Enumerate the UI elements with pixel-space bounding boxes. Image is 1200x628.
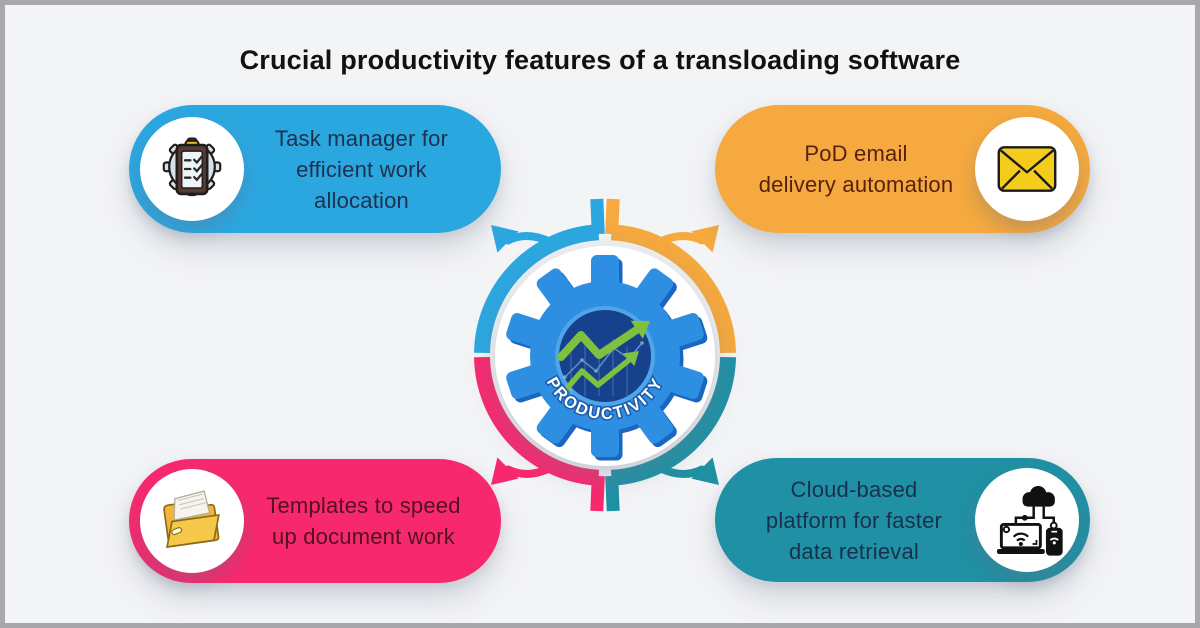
feature-card-cloud-platform: Cloud-based platform for faster data ret… <box>715 458 1090 582</box>
cycle-arrow-top-left <box>474 198 605 354</box>
cycle-arrow-bottom-right <box>605 356 736 512</box>
cycle-arrows <box>474 198 736 512</box>
feature-label-line: platform for faster <box>765 507 943 533</box>
feature-label: Task manager for efficient work allocati… <box>244 123 501 216</box>
page-title: Crucial productivity features of a trans… <box>239 45 961 75</box>
feature-label-line: delivery automation <box>758 172 954 197</box>
feature-label: Cloud-based platform for faster data ret… <box>715 474 975 567</box>
icon-badge <box>140 117 244 221</box>
feature-label-line: efficient work <box>296 156 427 182</box>
cycle-arrow-bottom-left <box>474 356 605 512</box>
growth-chart-decoration <box>563 339 644 396</box>
gear-shadow <box>508 258 709 461</box>
cloud-devices-icon <box>996 486 1063 556</box>
envelope-icon <box>997 146 1057 192</box>
feature-label: PoD email delivery automation <box>715 138 975 200</box>
gear-center-disc <box>559 310 651 402</box>
productivity-label-text: PRODUCTIVITY <box>543 374 667 423</box>
arrowhead-top-left <box>491 225 519 253</box>
cycle-arrow-top-right <box>605 198 736 354</box>
feature-label-line: Cloud-based <box>790 476 918 502</box>
arrowhead-top-right <box>691 225 719 253</box>
arrowhead-bottom-left <box>491 457 519 485</box>
productivity-label: PRODUCTIVITY <box>541 373 666 425</box>
gear-backdrop-circle <box>495 246 715 466</box>
feature-card-task-manager: Task manager for efficient work allocati… <box>129 105 501 233</box>
feature-label-line: up document work <box>272 524 455 549</box>
folder-icon <box>163 490 220 548</box>
feature-card-pod-email: PoD email delivery automation <box>715 105 1090 233</box>
feature-label: Templates to speed up document work <box>244 490 501 552</box>
icon-badge <box>975 117 1079 221</box>
growth-arrows-icon <box>557 320 650 396</box>
icon-badge <box>140 469 244 573</box>
feature-label-line: PoD email <box>804 141 908 166</box>
feature-card-templates: Templates to speed up document work <box>129 459 501 583</box>
feature-label-line: allocation <box>314 187 409 213</box>
feature-label-line: data retrieval <box>789 538 919 564</box>
clipboard-checklist-icon <box>162 137 222 197</box>
feature-label-line: Templates to speed <box>266 493 461 518</box>
feature-label-line: Task manager for <box>274 125 449 151</box>
icon-badge <box>975 468 1079 572</box>
productivity-gear: PRODUCTIVITY <box>495 246 715 466</box>
gear-icon <box>504 255 706 457</box>
